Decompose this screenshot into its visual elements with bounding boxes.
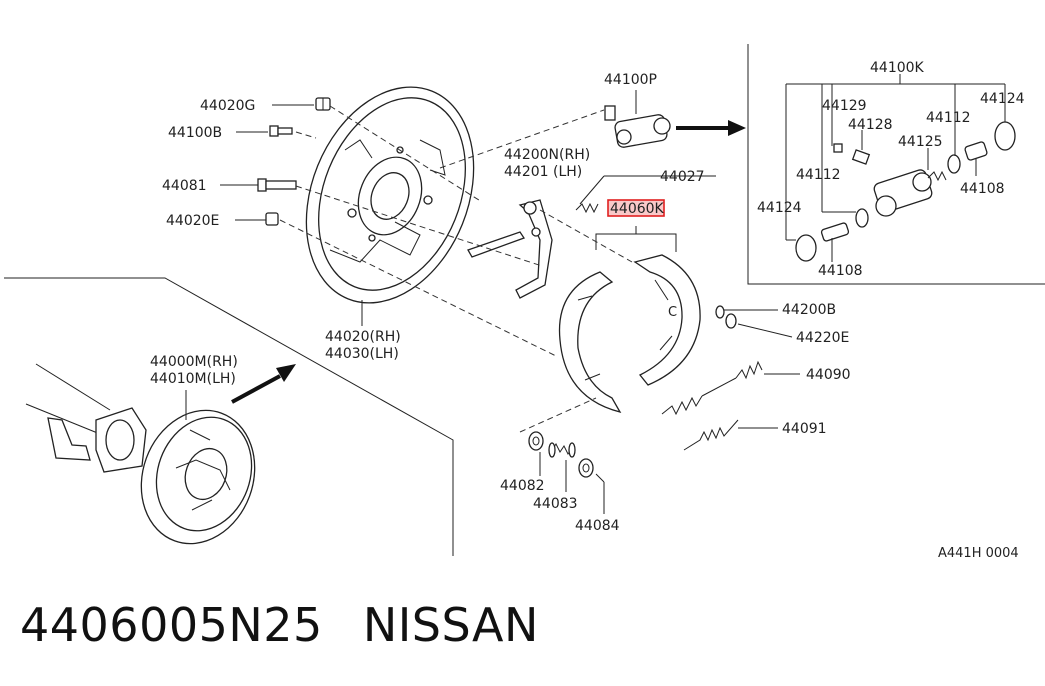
- inset-arrow: [676, 120, 746, 136]
- hold-down-cup-44084: [578, 458, 594, 478]
- highlight-box-44060K: [607, 199, 665, 217]
- inset-cylinder-parts: [795, 121, 1016, 262]
- spring-44090: [661, 360, 763, 416]
- label-44091: 44091: [782, 421, 827, 437]
- label-44027: 44027: [660, 169, 705, 185]
- svg-text:C: C: [668, 305, 677, 320]
- diagram-reference: A441H 0004: [938, 546, 1019, 561]
- label-44125: 44125: [898, 134, 943, 150]
- label-44060K: 44060K: [610, 201, 665, 217]
- label-44124-top: 44124: [980, 91, 1025, 107]
- label-44108-right: 44108: [960, 181, 1005, 197]
- hold-down-cup-44082: [528, 431, 544, 451]
- fastener-nut-44020G: [315, 97, 331, 111]
- label-44200N: 44200N(RH): [504, 147, 590, 163]
- axle-section-lines: [4, 277, 454, 556]
- inset-frame: [747, 44, 1045, 285]
- label-44020RH: 44020(RH): [325, 329, 401, 345]
- label-44108-bottom: 44108: [818, 263, 863, 279]
- assembly-arrow: [231, 364, 296, 404]
- label-44083: 44083: [533, 496, 578, 512]
- spring-44091: [683, 419, 739, 451]
- wheel-cylinder: [604, 105, 671, 148]
- label-44010M: 44010M(LH): [150, 371, 236, 387]
- axle-housing: [25, 363, 147, 473]
- fastener-bolt-44100B: [269, 125, 293, 137]
- inset-labels: 44100K 44129 44128 44125 44112 44124 441…: [757, 60, 1025, 279]
- part-number: 4406005N25: [20, 598, 323, 652]
- brake-shoe-right: C: [633, 254, 701, 386]
- backing-plate: [305, 86, 475, 304]
- leader-lines: [185, 74, 1006, 514]
- label-44100K: 44100K: [870, 60, 925, 76]
- fastener-bolt-44081: [257, 178, 297, 192]
- label-44084: 44084: [575, 518, 620, 534]
- label-44201: 44201 (LH): [504, 164, 582, 180]
- label-44020E: 44020E: [166, 213, 219, 229]
- label-44090: 44090: [806, 367, 851, 383]
- brand-name: NISSAN: [362, 598, 539, 652]
- parking-lever-assembly: [467, 199, 599, 299]
- label-44112-left: 44112: [796, 167, 841, 183]
- part-labels: 44020G 44100B 44081 44020E 44020(RH) 440…: [150, 72, 851, 534]
- fastener-nut-44020E: [265, 212, 279, 226]
- label-44081: 44081: [162, 178, 207, 194]
- label-44220E: 44220E: [796, 330, 849, 346]
- label-44128: 44128: [848, 117, 893, 133]
- label-44000M: 44000M(RH): [150, 354, 238, 370]
- label-44030LH: 44030(LH): [325, 346, 399, 362]
- washer-44220E: [725, 313, 737, 329]
- alignment-lines: [279, 105, 633, 433]
- brake-assembly-44000M: [140, 409, 256, 545]
- label-44112-top: 44112: [926, 110, 971, 126]
- retainer-44200B: [715, 305, 725, 319]
- label-44020G: 44020G: [200, 98, 255, 114]
- label-44082: 44082: [500, 478, 545, 494]
- brake-shoe-left: [558, 271, 622, 414]
- footer: 4406005N25 NISSAN: [20, 598, 539, 652]
- label-44124-left: 44124: [757, 200, 802, 216]
- label-44200B: 44200B: [782, 302, 836, 318]
- label-44100B: 44100B: [168, 125, 222, 141]
- label-44100P: 44100P: [604, 72, 657, 88]
- hold-down-spring-44083: [548, 442, 576, 458]
- label-44129: 44129: [822, 98, 867, 114]
